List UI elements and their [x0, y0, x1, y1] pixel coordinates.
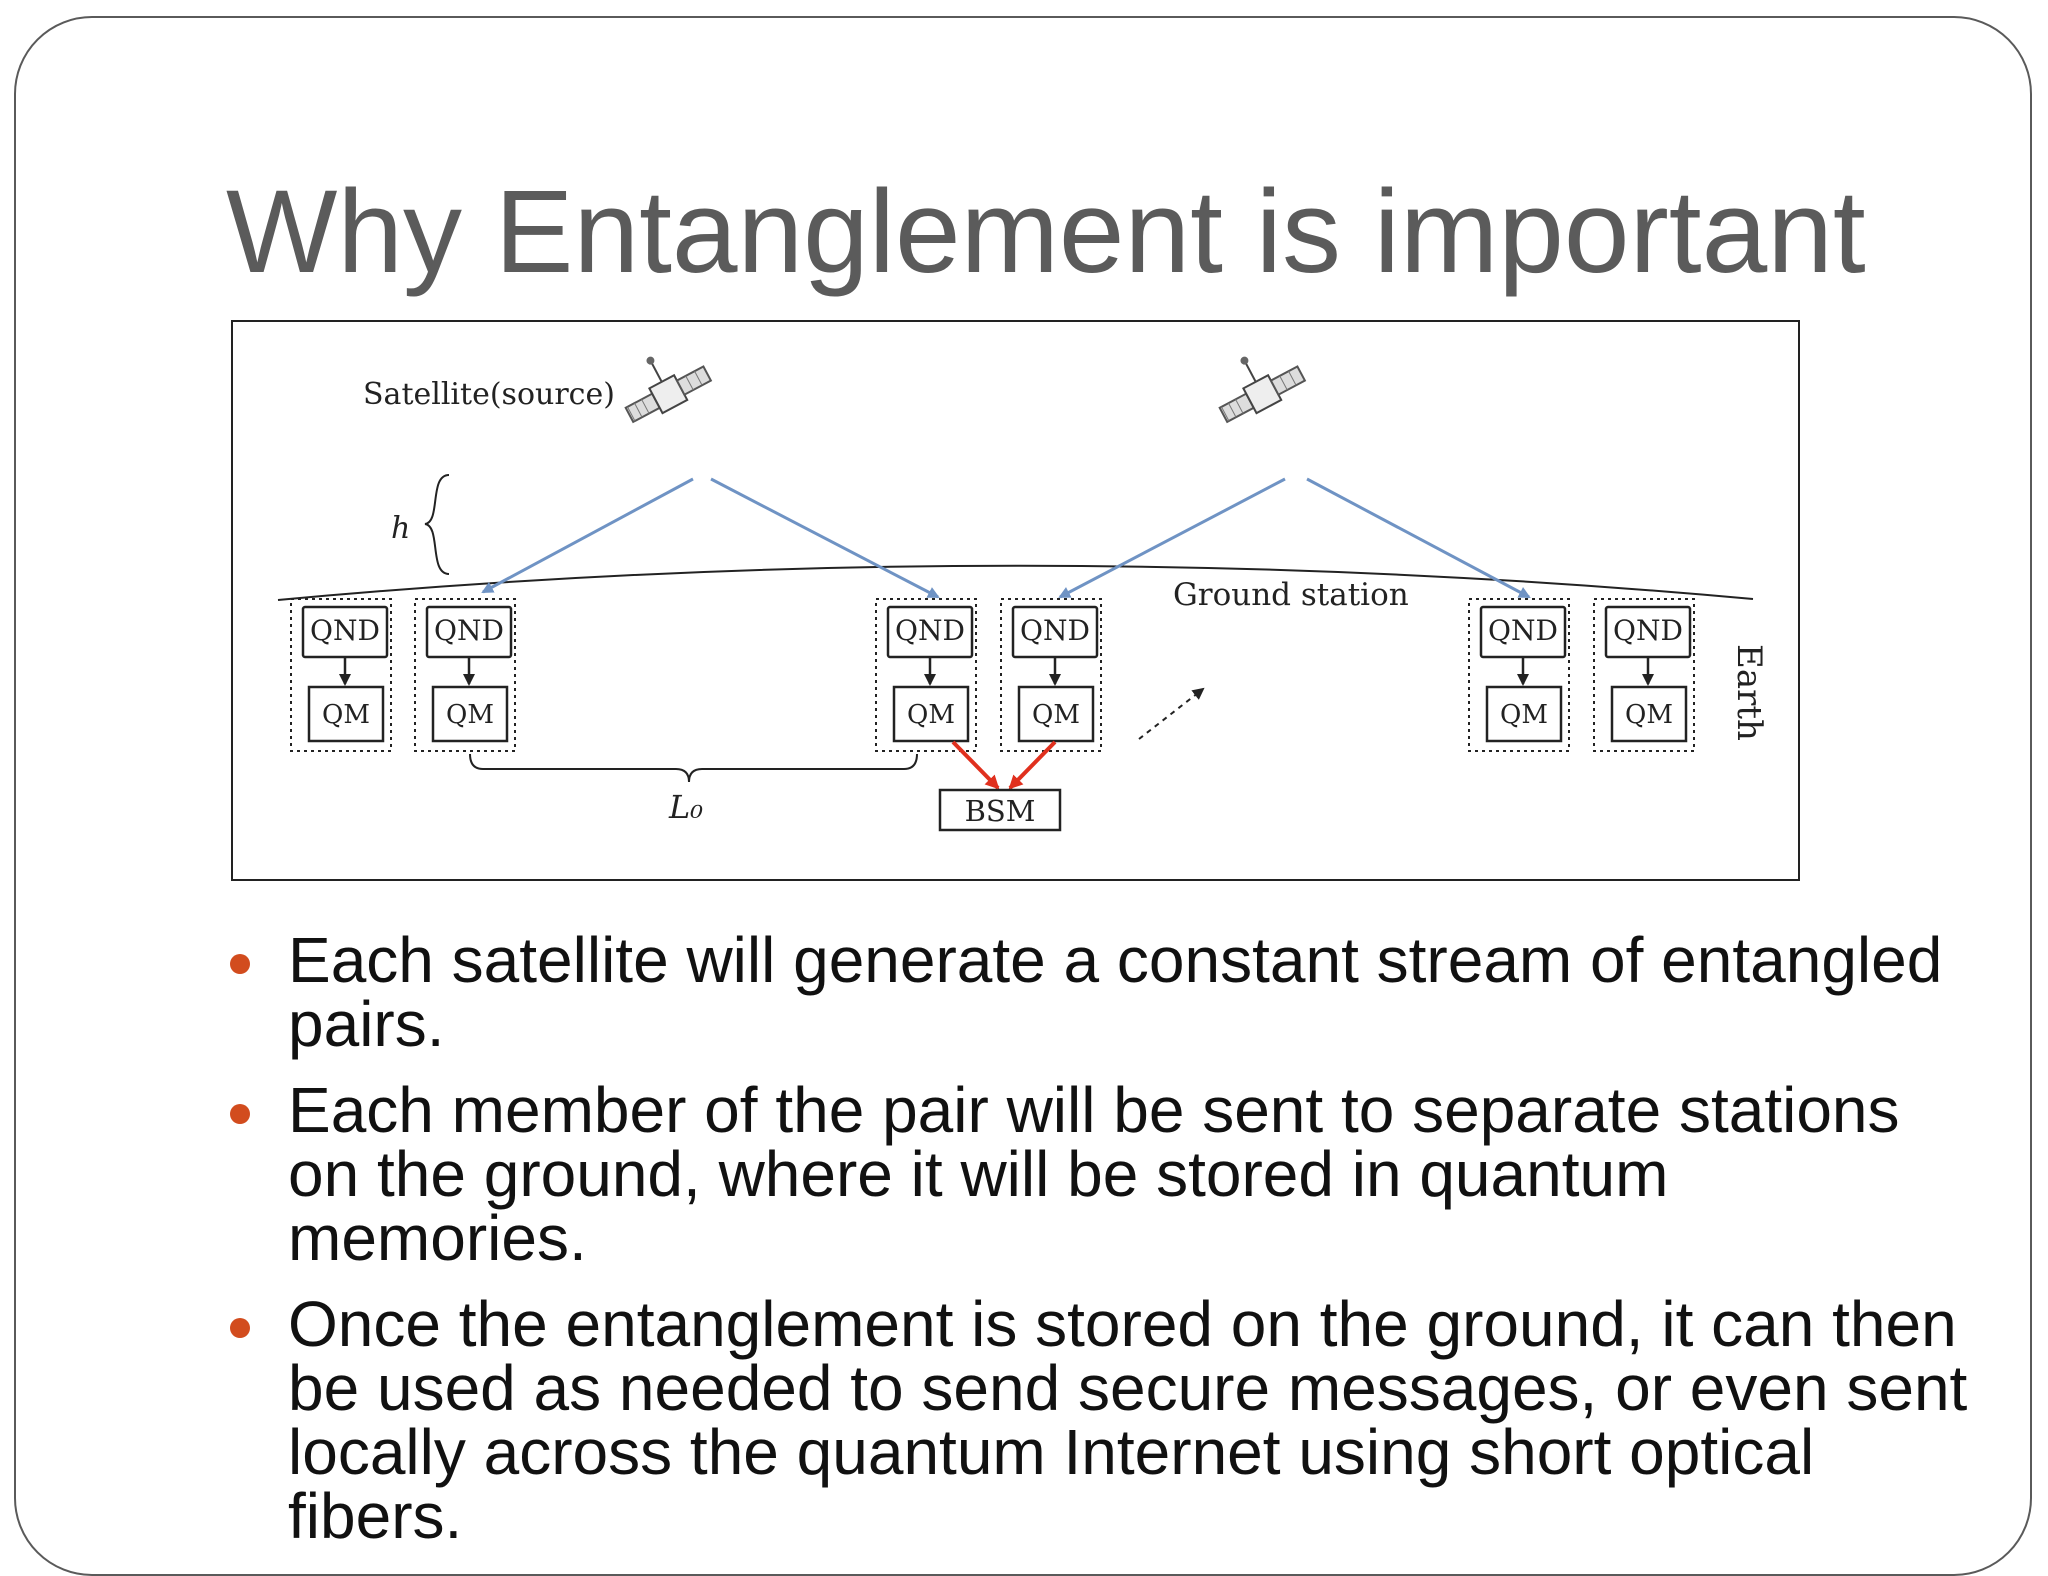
bullet-icon	[230, 954, 250, 974]
bullet-item: Each satellite will generate a constant …	[218, 928, 1978, 1056]
ground-station: QND QM	[1000, 598, 1102, 752]
earth-label: Earth	[1729, 644, 1769, 741]
qnd-label: QND	[434, 614, 504, 647]
bullet-text: Each satellite will generate a constant …	[288, 924, 1943, 1060]
qm-label: QM	[1500, 700, 1548, 730]
bsm-arrow	[951, 740, 1000, 790]
beam-line	[1306, 477, 1531, 599]
qm-label: QM	[907, 700, 955, 730]
diagram-canvas: Satellite(source) h	[277, 356, 1769, 832]
ground-station: QND QM	[1468, 598, 1570, 752]
ground-station: QND QM	[290, 598, 392, 752]
slide-title: Why Entanglement is important	[226, 166, 1866, 298]
qnd-label: QND	[1020, 614, 1090, 647]
distance-brace	[469, 753, 918, 783]
bullet-list: Each satellite will generate a constant …	[218, 928, 1978, 1570]
bullet-icon	[230, 1104, 250, 1124]
height-label: h	[391, 511, 410, 546]
qnd-label: QND	[1613, 614, 1683, 647]
ground-station: QND QM	[875, 598, 977, 752]
qm-label: QM	[446, 700, 494, 730]
satellite-icon	[1218, 356, 1307, 424]
bsm-label: BSM	[965, 794, 1036, 828]
qnd-label: QND	[310, 614, 380, 647]
bsm-box	[938, 788, 1062, 832]
qnd-label: QND	[1488, 614, 1558, 647]
bullet-text: Once the entanglement is stored on the g…	[288, 1288, 1968, 1552]
bullet-text: Each member of the pair will be sent to …	[288, 1074, 1900, 1274]
bullet-item: Each member of the pair will be sent to …	[218, 1078, 1978, 1270]
qm-label: QM	[1032, 700, 1080, 730]
entanglement-diagram: Satellite(source) h	[231, 320, 1800, 881]
beam-line	[481, 477, 694, 594]
qm-label: QM	[322, 700, 370, 730]
bullet-item: Once the entanglement is stored on the g…	[218, 1292, 1978, 1548]
bsm-arrow	[1008, 740, 1057, 790]
ground-station: QND QM	[414, 598, 516, 752]
ground-station: QND QM	[1593, 598, 1695, 752]
satellite-icon	[624, 356, 713, 424]
qm-label: QM	[1625, 700, 1673, 730]
beam-line	[1058, 477, 1286, 599]
distance-label: L₀	[668, 788, 703, 826]
bullet-icon	[230, 1318, 250, 1338]
ground-station-label: Ground station	[1173, 577, 1409, 613]
height-brace	[424, 474, 450, 575]
beam-line	[710, 477, 940, 599]
ground-station-pointer	[1138, 687, 1205, 740]
satellite-label: Satellite(source)	[363, 377, 615, 412]
qnd-label: QND	[895, 614, 965, 647]
